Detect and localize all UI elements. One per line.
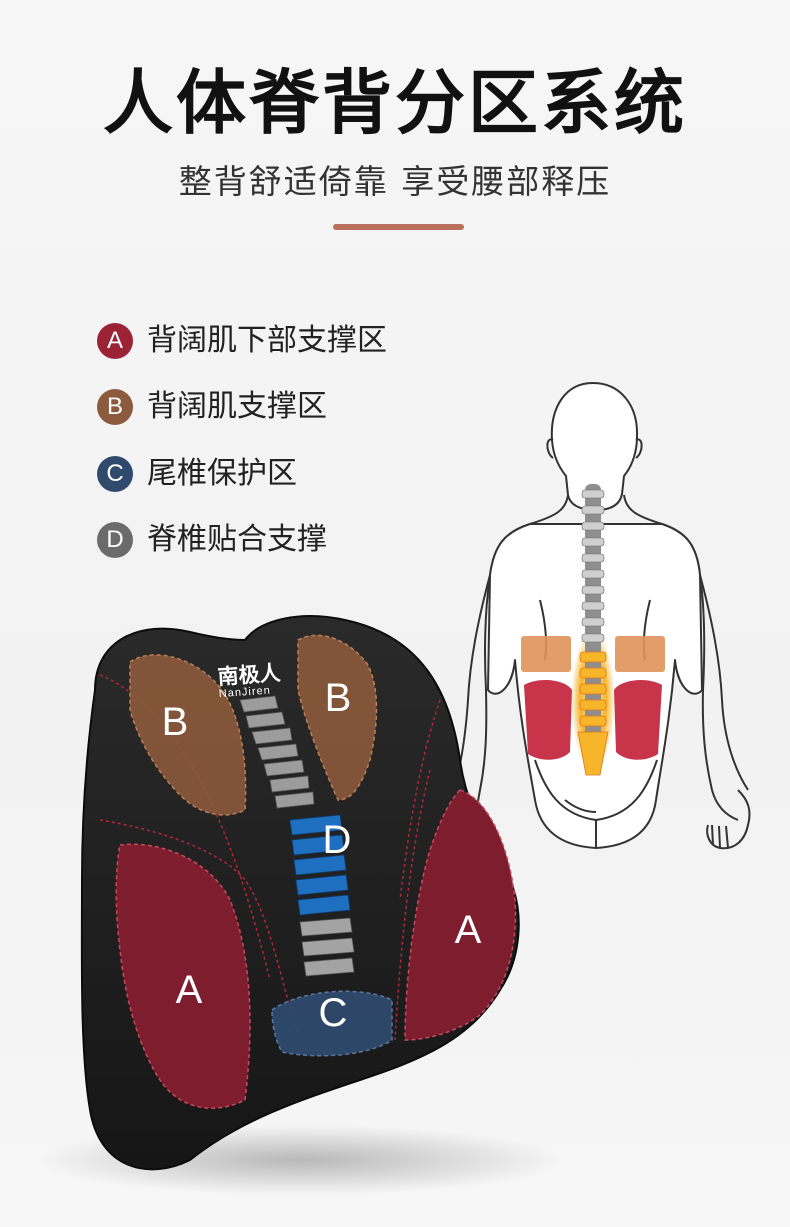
- legend-badge-c: C: [97, 456, 133, 492]
- spine-highlight: [571, 484, 615, 776]
- legend-item-d: D 脊椎贴合支撑: [97, 522, 457, 562]
- legend-badge-d: D: [97, 522, 133, 558]
- figure-zones: [521, 636, 665, 760]
- cushion-zone-b-right: [297, 634, 378, 801]
- human-back-figure: [454, 382, 751, 850]
- cushion-zone-a-right: [404, 789, 517, 1041]
- cushion-label-b-right: B: [324, 676, 352, 720]
- legend-label-d: 脊椎贴合支撑: [147, 522, 327, 557]
- lumbar-cushion: [80, 615, 520, 1171]
- cushion-zone-a-left: [115, 843, 251, 1109]
- cushion-label-c: C: [318, 991, 348, 1035]
- legend-badge-a: A: [97, 323, 133, 359]
- legend-label-b: 背阔肌支撑区: [147, 389, 327, 424]
- cushion-zone-b-left: [129, 654, 247, 816]
- legend-label-c: 尾椎保护区: [147, 456, 297, 491]
- cushion-label-b-left: B: [161, 700, 189, 744]
- brand-name-cn: 南极人: [216, 660, 282, 690]
- legend-badge-b: B: [97, 389, 133, 425]
- figure-zone-a-left: [524, 679, 572, 760]
- legend-item-a: A 背阔肌下部支撑区: [97, 323, 457, 363]
- cushion-spine: [239, 695, 355, 977]
- cushion-label-d: D: [322, 818, 352, 862]
- figure-zone-b-right: [615, 636, 665, 672]
- figure-zone-a-right: [614, 679, 662, 760]
- accent-divider: [333, 224, 464, 230]
- page-subtitle: 整背舒适倚靠 享受腰部释压: [178, 162, 612, 201]
- legend-label-a: 背阔肌下部支撑区: [147, 323, 387, 358]
- cushion-zone-c: [271, 990, 393, 1057]
- cushion-label-a-left: A: [175, 968, 203, 1012]
- figure-zone-b-left: [521, 636, 571, 672]
- brand-logo: 南极人 NanJiren: [216, 660, 282, 700]
- page-title: 人体脊背分区系统: [103, 62, 687, 144]
- cushion-label-a-right: A: [454, 908, 482, 952]
- legend-item-b: B 背阔肌支撑区: [97, 389, 457, 429]
- legend-item-c: C 尾椎保护区: [97, 456, 457, 496]
